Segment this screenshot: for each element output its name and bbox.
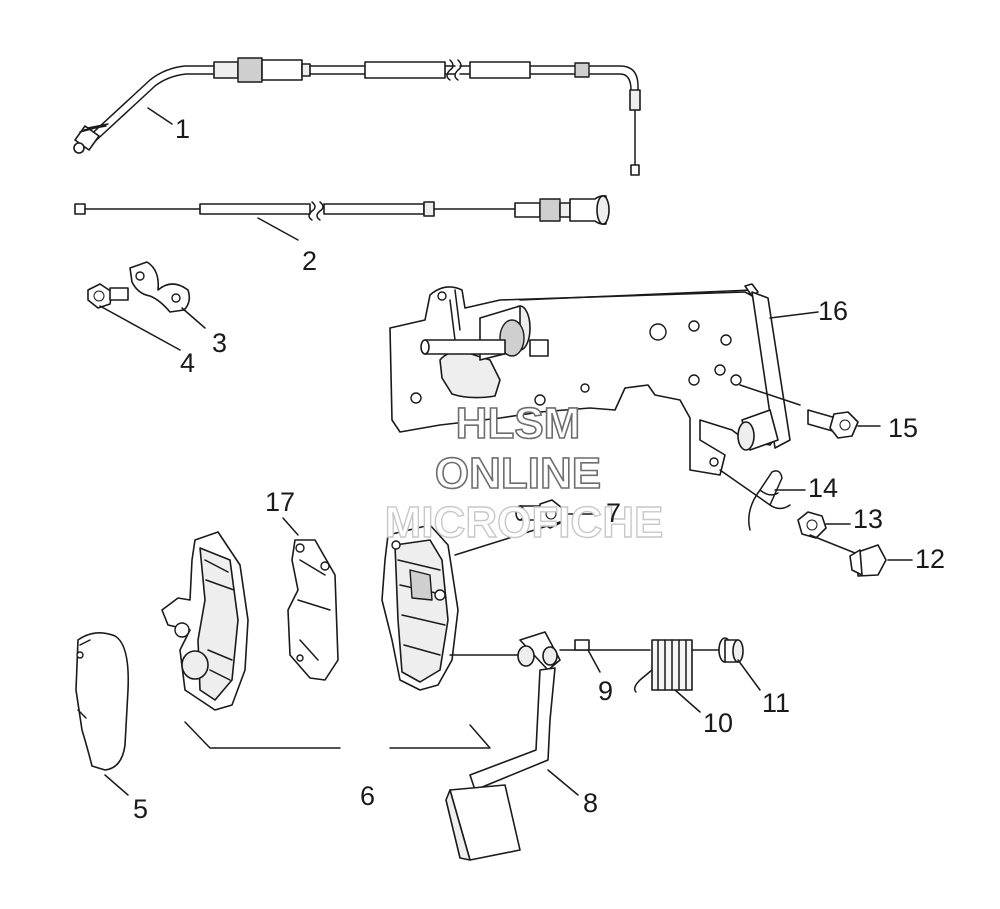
watermark-line-1: HLSM xyxy=(456,399,581,448)
callout-17: 17 xyxy=(265,487,295,517)
watermark-line-3: MICROFICHE xyxy=(385,498,664,547)
callout-7: 7 xyxy=(606,498,621,528)
watermark-line-2: ONLINE xyxy=(435,449,601,498)
part-15-bolt xyxy=(739,384,881,439)
callout-12: 12 xyxy=(915,544,945,574)
part-16-bracket xyxy=(389,283,819,476)
callout-labels: 1 2 3 4 5 6 7 8 9 10 11 12 13 14 15 16 1… xyxy=(133,114,945,824)
part-7-bolt xyxy=(454,499,596,556)
callout-16: 16 xyxy=(818,296,848,326)
part-8-pedal xyxy=(445,631,579,861)
callout-3: 3 xyxy=(212,328,227,358)
callout-8: 8 xyxy=(583,788,598,818)
callout-13: 13 xyxy=(853,504,883,534)
callout-9: 9 xyxy=(598,676,613,706)
callout-11: 11 xyxy=(762,688,790,718)
callout-4: 4 xyxy=(180,348,195,378)
callout-1: 1 xyxy=(175,114,190,144)
part-6-housing xyxy=(161,524,526,749)
part-3-4-clamp-and-bolt xyxy=(87,261,206,351)
callout-10: 10 xyxy=(703,708,733,738)
callout-15: 15 xyxy=(888,413,918,443)
callout-6: 6 xyxy=(360,781,375,811)
watermark: HLSM ONLINE MICROFICHE xyxy=(384,398,664,548)
callout-14: 14 xyxy=(808,473,838,503)
part-2-choke-cable xyxy=(74,195,610,241)
part-17-gasket xyxy=(282,517,339,681)
callout-2: 2 xyxy=(302,246,317,276)
part-5-cover xyxy=(75,632,130,796)
part-1-throttle-cable xyxy=(73,57,641,176)
callout-5: 5 xyxy=(133,794,148,824)
part-12-13-14-fasteners xyxy=(719,469,913,577)
part-9-10-11-spring-group xyxy=(559,637,761,713)
